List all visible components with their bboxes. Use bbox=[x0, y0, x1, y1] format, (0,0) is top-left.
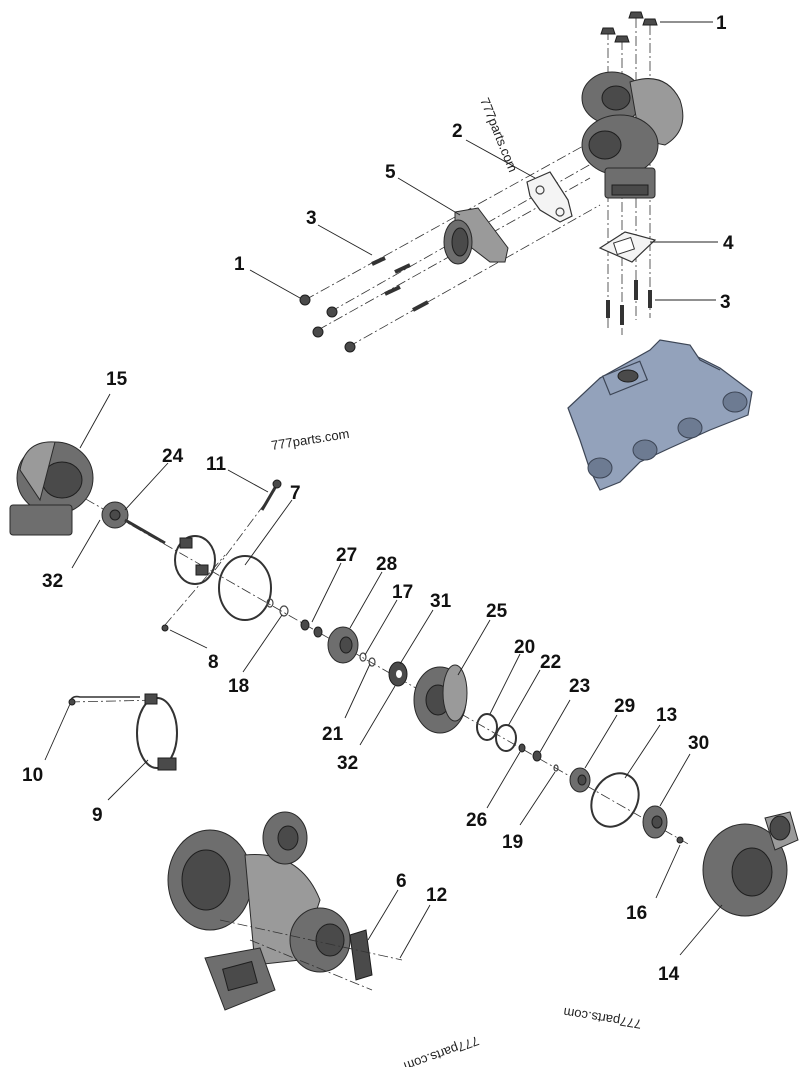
leader-lines bbox=[44, 21, 723, 959]
callout-16: 16 bbox=[626, 903, 647, 924]
callout-32-left: 32 bbox=[42, 571, 63, 592]
callout-26: 26 bbox=[466, 810, 487, 831]
watermark-bottom-center: 777parts.com bbox=[402, 1033, 481, 1067]
turbine-shaft-part-24 bbox=[101, 501, 166, 545]
callout-28: 28 bbox=[376, 554, 397, 575]
bearing-part-27 bbox=[300, 619, 323, 638]
v-band-clamp-small bbox=[174, 535, 216, 585]
callout-7: 7 bbox=[290, 483, 301, 504]
bottom-turbocharger-assembly bbox=[167, 811, 351, 1011]
callout-13: 13 bbox=[656, 705, 677, 726]
callout-30: 30 bbox=[688, 733, 709, 754]
callout-8: 8 bbox=[208, 652, 219, 673]
callout-27: 27 bbox=[336, 545, 357, 566]
callout-19: 19 bbox=[502, 832, 523, 853]
nut-part-16 bbox=[676, 836, 684, 844]
callout-31: 31 bbox=[430, 591, 452, 612]
sleeve-part-6 bbox=[219, 919, 403, 991]
exhaust-flange-part-5 bbox=[443, 207, 509, 265]
collar-part-29 bbox=[569, 767, 591, 793]
callout-20: 20 bbox=[514, 637, 535, 658]
seal-plate-part-28 bbox=[327, 626, 359, 664]
callout-12: 12 bbox=[426, 885, 447, 906]
callout-14: 14 bbox=[658, 964, 680, 985]
small-rings-part-17-21 bbox=[359, 652, 376, 667]
callout-4: 4 bbox=[723, 233, 734, 254]
compressor-cover-part-14 bbox=[702, 811, 799, 917]
v-band-clamp-part-9 bbox=[136, 693, 178, 771]
snap-rings-part-20-22 bbox=[476, 713, 517, 752]
wire-part-10 bbox=[68, 695, 140, 706]
vertical-studs-part-3 bbox=[606, 280, 652, 325]
watermark-bottom-right: 777parts.com bbox=[562, 1005, 642, 1032]
compressor-wheel-part-30 bbox=[642, 805, 668, 839]
small-parts-26-23-19 bbox=[518, 743, 559, 772]
top-assembly-axes bbox=[304, 18, 651, 348]
callout-2: 2 bbox=[452, 121, 463, 142]
callout-3-right: 3 bbox=[720, 292, 731, 313]
callout-22: 22 bbox=[540, 652, 561, 673]
exhaust-manifold bbox=[567, 339, 753, 491]
callout-17: 17 bbox=[392, 582, 413, 603]
callout-21: 21 bbox=[322, 724, 344, 745]
callout-11: 11 bbox=[206, 454, 227, 475]
callout-6: 6 bbox=[396, 871, 407, 892]
manifold-gasket-part-4 bbox=[598, 231, 657, 263]
o-rings-part-18 bbox=[266, 598, 289, 617]
watermark-top: 777parts.com bbox=[477, 96, 520, 175]
callout-9: 9 bbox=[92, 805, 103, 826]
pin-part-8 bbox=[161, 624, 169, 632]
watermark-middle: 777parts.com bbox=[270, 426, 350, 453]
callout-1-top: 1 bbox=[716, 13, 727, 34]
o-ring-part-13 bbox=[590, 772, 640, 828]
callout-numbers: 1 2 5 3 1 4 3 15 24 11 7 32 8 18 27 28 1… bbox=[22, 13, 734, 985]
diagonal-nuts-part-1 bbox=[299, 294, 356, 353]
callout-23: 23 bbox=[569, 676, 590, 697]
turbo-gasket-part-2 bbox=[526, 171, 573, 223]
callout-10: 10 bbox=[22, 765, 43, 786]
callout-29: 29 bbox=[614, 696, 635, 717]
bolt-part-11 bbox=[260, 479, 282, 511]
callout-3-left: 3 bbox=[306, 208, 317, 229]
top-turbocharger-assembly bbox=[581, 71, 684, 199]
callout-25: 25 bbox=[486, 601, 508, 622]
compressor-housing-part-15 bbox=[9, 441, 94, 536]
center-housing-part-25 bbox=[413, 664, 468, 734]
callout-18: 18 bbox=[228, 676, 249, 697]
callout-5: 5 bbox=[385, 162, 396, 183]
callout-24: 24 bbox=[162, 446, 184, 467]
callout-32-center: 32 bbox=[337, 753, 358, 774]
thrust-washer-part-31 bbox=[388, 661, 408, 687]
callout-15: 15 bbox=[106, 369, 128, 390]
diagonal-studs-part-3 bbox=[371, 256, 429, 312]
snap-ring-part-7 bbox=[218, 555, 272, 621]
callout-1-left: 1 bbox=[234, 254, 245, 275]
top-nuts-part-1 bbox=[600, 11, 658, 43]
